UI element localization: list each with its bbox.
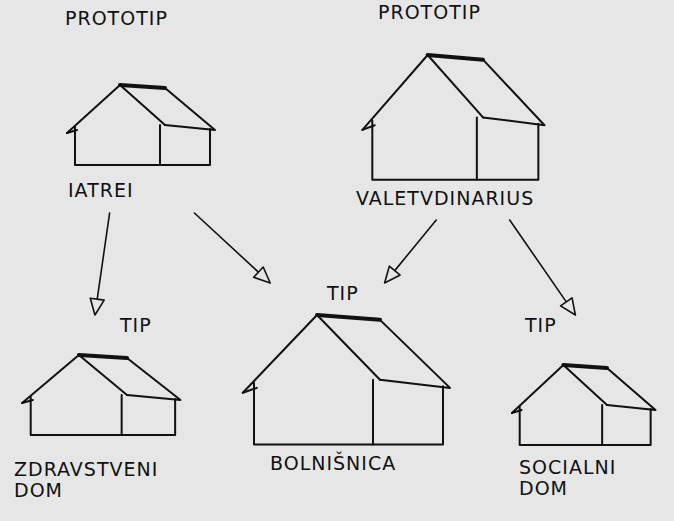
house-drawing [22,355,180,435]
prototype-node: PROTOTIP IATREI [60,8,220,213]
arrow-line [97,213,109,299]
arrow-head [385,266,401,283]
house-drawing [362,55,544,180]
arrow-connector [194,213,270,283]
node-name: ZDRAVSTVENI DOM [14,459,182,501]
arrow-head [90,298,104,315]
node-heading: TIP [120,315,190,336]
arrow-line [395,220,436,271]
arrow-connector [510,220,576,315]
type-node: TIP SOCIALNI DOM [505,315,665,515]
node-name: BOLNIŠNICA [270,453,450,474]
type-node: TIP BOLNIŠNICA [235,283,455,483]
node-heading: PROTOTIP [378,2,563,23]
house-drawing [243,315,450,445]
house-drawing [67,85,215,165]
node-name: IATREI [68,180,218,201]
node-heading: PROTOTIP [65,8,215,29]
arrow-connector [385,220,437,283]
arrow-head [561,298,576,315]
node-name: VALETVDINARIUS [356,188,566,209]
prototype-node: PROTOTIP VALETVDINARIUS [352,2,568,220]
type-node: TIP ZDRAVSTVENI DOM [8,315,193,519]
arrow-line [510,220,567,302]
node-name: SOCIALNI DOM [519,457,639,499]
node-heading: TIP [525,315,595,336]
arrow-line [194,213,258,272]
arrow-head [254,267,271,283]
arrow-connector [90,213,109,315]
house-drawing [512,365,656,445]
node-heading: TIP [327,283,397,304]
